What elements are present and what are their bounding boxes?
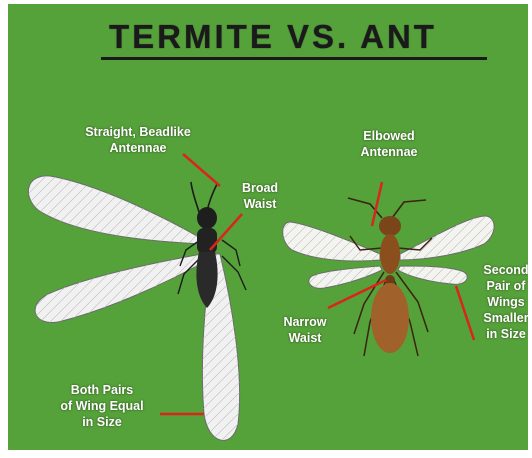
label-termite-waist: Broad Waist (230, 180, 290, 212)
label-ant-wings: Second Pair of Wings Smaller in Size (476, 262, 528, 342)
title-underline (101, 57, 487, 60)
ant-thorax (380, 234, 400, 274)
label-termite-antennae: Straight, Beadlike Antennae (70, 124, 206, 156)
label-termite-wings: Both Pairs of Wing Equal in Size (46, 382, 158, 430)
label-ant-antennae: Elbowed Antennae (348, 128, 430, 160)
termite-thorax (197, 228, 217, 254)
diagram-panel: TERMITE VS. ANT Straight, Beadlike Anten… (8, 4, 528, 450)
ant-head (379, 216, 401, 236)
ant-gaster (371, 283, 409, 353)
termite-head (197, 207, 217, 229)
page-title: TERMITE VS. ANT (8, 18, 528, 56)
label-ant-waist: Narrow Waist (270, 314, 340, 346)
